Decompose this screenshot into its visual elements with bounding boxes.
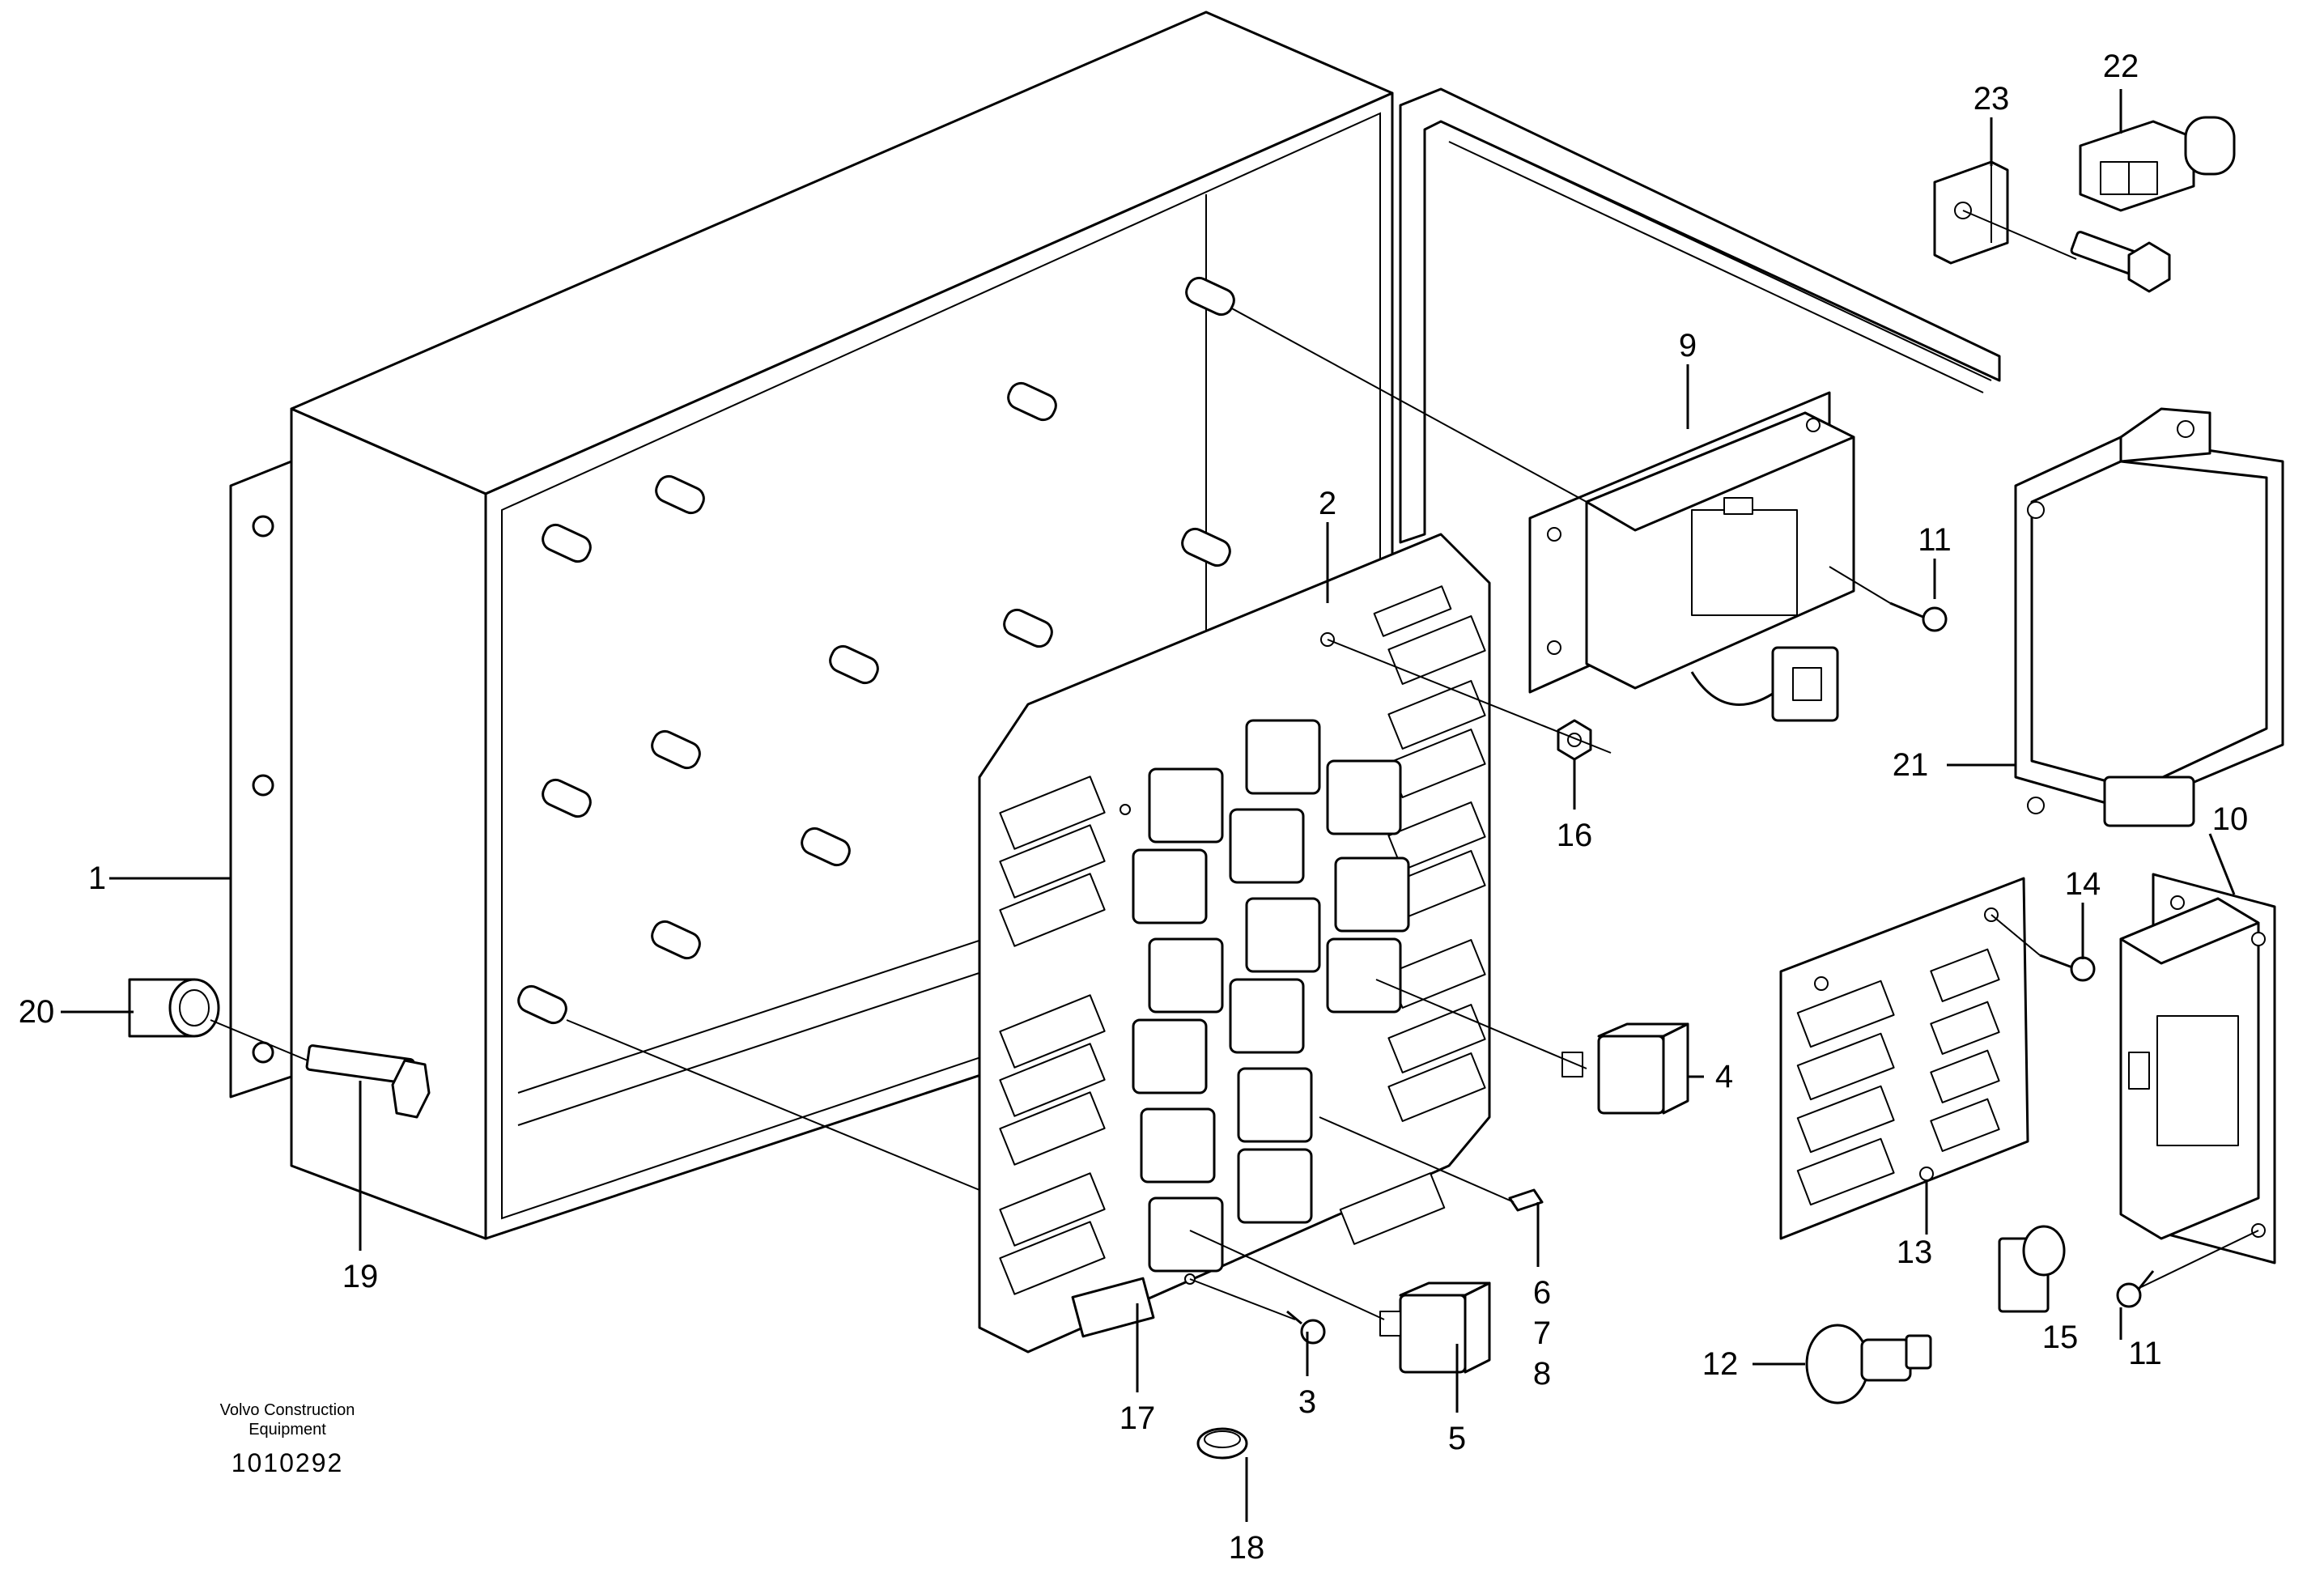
callout-4: 4 xyxy=(1715,1059,1733,1094)
callout-labels: 1 2 3 4 5 6 7 8 9 10 11 11 12 13 14 15 1… xyxy=(19,49,2249,1566)
sensor-connector-22 xyxy=(2079,116,2236,212)
screw-3 xyxy=(1286,1310,1326,1345)
plug-18 xyxy=(1196,1427,1248,1460)
nut-16 xyxy=(1557,719,1592,761)
socket-12 xyxy=(1805,1324,1932,1405)
callout-9: 9 xyxy=(1679,328,1697,363)
callout-13: 13 xyxy=(1897,1235,1933,1270)
switch-15 xyxy=(1998,1225,2066,1313)
relay-module-10 xyxy=(2119,873,2276,1264)
spacer-20 xyxy=(128,978,220,1038)
control-module-9 xyxy=(1528,391,1855,722)
screw-14 xyxy=(2039,954,2096,982)
relay-circuit-board xyxy=(978,533,1491,1354)
leader-lines xyxy=(61,89,2259,1522)
callout-11-lower: 11 xyxy=(2128,1336,2162,1371)
callout-10: 10 xyxy=(2212,801,2249,837)
manufacturer-line-2: Equipment xyxy=(249,1421,326,1439)
callout-22: 22 xyxy=(2103,49,2139,84)
callout-7: 7 xyxy=(1533,1315,1551,1351)
panel-plate-13 xyxy=(1779,877,2029,1240)
manufacturer-line-1: Volvo Construction xyxy=(220,1401,355,1419)
callout-18: 18 xyxy=(1229,1530,1265,1566)
mounting-bracket-23 xyxy=(1933,160,2009,265)
callout-15: 15 xyxy=(2042,1320,2079,1355)
callout-20: 20 xyxy=(19,994,55,1030)
bolt-19 xyxy=(305,1044,431,1119)
callout-3: 3 xyxy=(1298,1384,1316,1420)
standoffs xyxy=(517,276,1235,1025)
screw-11-lower xyxy=(2116,1270,2155,1308)
callout-6: 6 xyxy=(1533,1275,1551,1311)
relay-4 xyxy=(1561,1022,1689,1115)
callout-16: 16 xyxy=(1557,818,1593,853)
box-lid-frame xyxy=(1399,87,2001,544)
callout-23: 23 xyxy=(1973,81,2010,117)
callout-1: 1 xyxy=(88,861,106,896)
relay-5 xyxy=(1379,1281,1491,1374)
callout-11-upper: 11 xyxy=(1918,522,1952,558)
callout-21: 21 xyxy=(1893,747,1929,783)
footer: Volvo Construction Equipment 1010292 xyxy=(220,1401,355,1477)
callout-12: 12 xyxy=(1702,1346,1739,1382)
callout-14: 14 xyxy=(2065,866,2101,902)
ecu-module-21 xyxy=(2014,407,2284,827)
drawing-number: 1010292 xyxy=(232,1448,344,1477)
fuse-6 xyxy=(1508,1188,1544,1212)
callout-17: 17 xyxy=(1120,1400,1156,1436)
callout-2: 2 xyxy=(1319,486,1336,521)
screw-11-upper xyxy=(1889,601,1948,632)
bolt-23 xyxy=(2070,231,2171,293)
callout-5: 5 xyxy=(1448,1421,1466,1456)
callout-19: 19 xyxy=(342,1259,379,1294)
callout-8: 8 xyxy=(1533,1356,1551,1392)
